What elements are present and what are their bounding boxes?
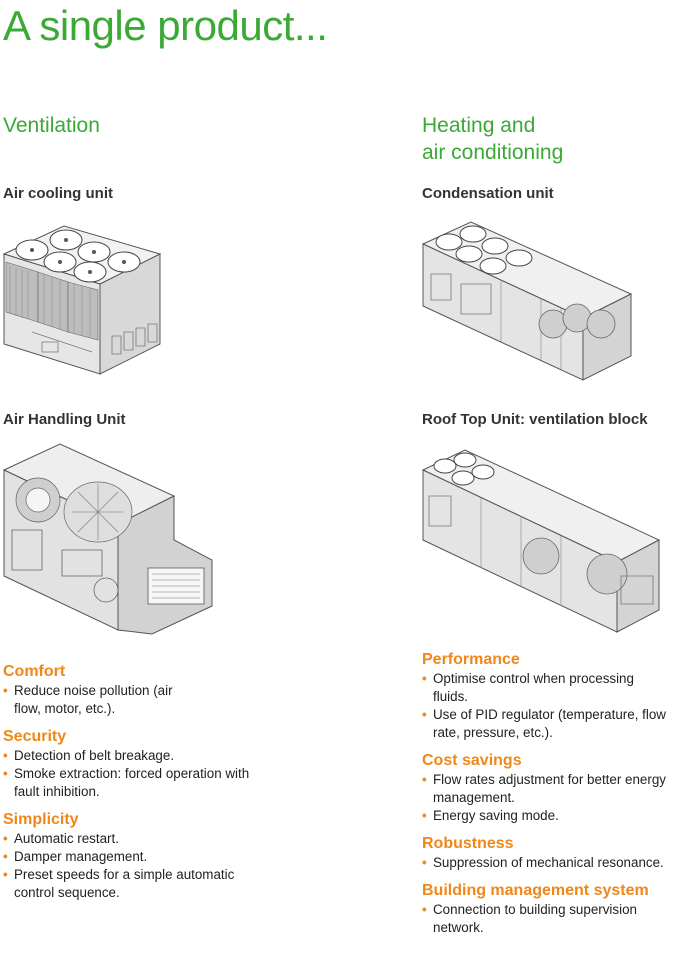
- heating-heading-line2: air conditioning: [422, 141, 564, 164]
- group-title: Security: [3, 728, 67, 745]
- ventilation-features: Comfort Reduce noise pollution (air flow…: [3, 662, 283, 911]
- feature-group-robustness: Robustness Suppression of mechanical res…: [422, 834, 694, 872]
- page-title: A single product...: [3, 2, 328, 49]
- list-item: Use of PID regulator (temperature, flow …: [422, 706, 671, 742]
- air-cooling-unit-label: Air cooling unit: [3, 185, 113, 202]
- group-title: Robustness: [422, 835, 514, 852]
- list-item: Optimise control when processing fluids.: [422, 670, 663, 706]
- heating-features: Performance Optimise control when proces…: [422, 650, 694, 946]
- feature-group-simplicity: Simplicity Automatic restart. Damper man…: [3, 810, 283, 902]
- air-handling-unit-illustration: [2, 440, 214, 636]
- list-item: Energy saving mode.: [422, 807, 694, 825]
- feature-group-performance: Performance Optimise control when proces…: [422, 650, 694, 742]
- list-item: Suppression of mechanical resonance.: [422, 854, 694, 872]
- heating-heading-line1: Heating and: [422, 114, 536, 137]
- air-cooling-unit-illustration: [2, 214, 162, 382]
- feature-group-comfort: Comfort Reduce noise pollution (air flow…: [3, 662, 283, 718]
- feature-group-building-management: Building management system Connection to…: [422, 881, 694, 937]
- group-title: Simplicity: [3, 811, 79, 828]
- group-title: Building management system: [422, 882, 649, 899]
- list-item: Preset speeds for a simple automatic con…: [3, 866, 276, 902]
- list-item: Smoke extraction: forced operation with …: [3, 765, 264, 801]
- roof-top-unit-illustration: [421, 446, 661, 636]
- list-item: Flow rates adjustment for better energy …: [422, 771, 694, 807]
- group-title: Performance: [422, 651, 520, 668]
- condensation-unit-label: Condensation unit: [422, 185, 554, 202]
- list-item: Damper management.: [3, 848, 283, 866]
- heating-heading: Heating and air conditioning: [422, 112, 563, 166]
- feature-group-security: Security Detection of belt breakage. Smo…: [3, 727, 283, 801]
- list-item: Reduce noise pollution (air flow, motor,…: [3, 682, 186, 718]
- list-item: Automatic restart.: [3, 830, 283, 848]
- feature-group-cost-savings: Cost savings Flow rates adjustment for b…: [422, 751, 694, 825]
- air-handling-unit-label: Air Handling Unit: [3, 411, 126, 428]
- group-title: Comfort: [3, 663, 66, 680]
- ventilation-heading: Ventilation: [3, 114, 100, 137]
- list-item: Detection of belt breakage.: [3, 747, 283, 765]
- group-title: Cost savings: [422, 752, 522, 769]
- roof-top-unit-label: Roof Top Unit: ventilation block: [422, 411, 648, 428]
- list-item: Connection to building supervision netwo…: [422, 901, 665, 937]
- condensation-unit-illustration: [421, 214, 633, 384]
